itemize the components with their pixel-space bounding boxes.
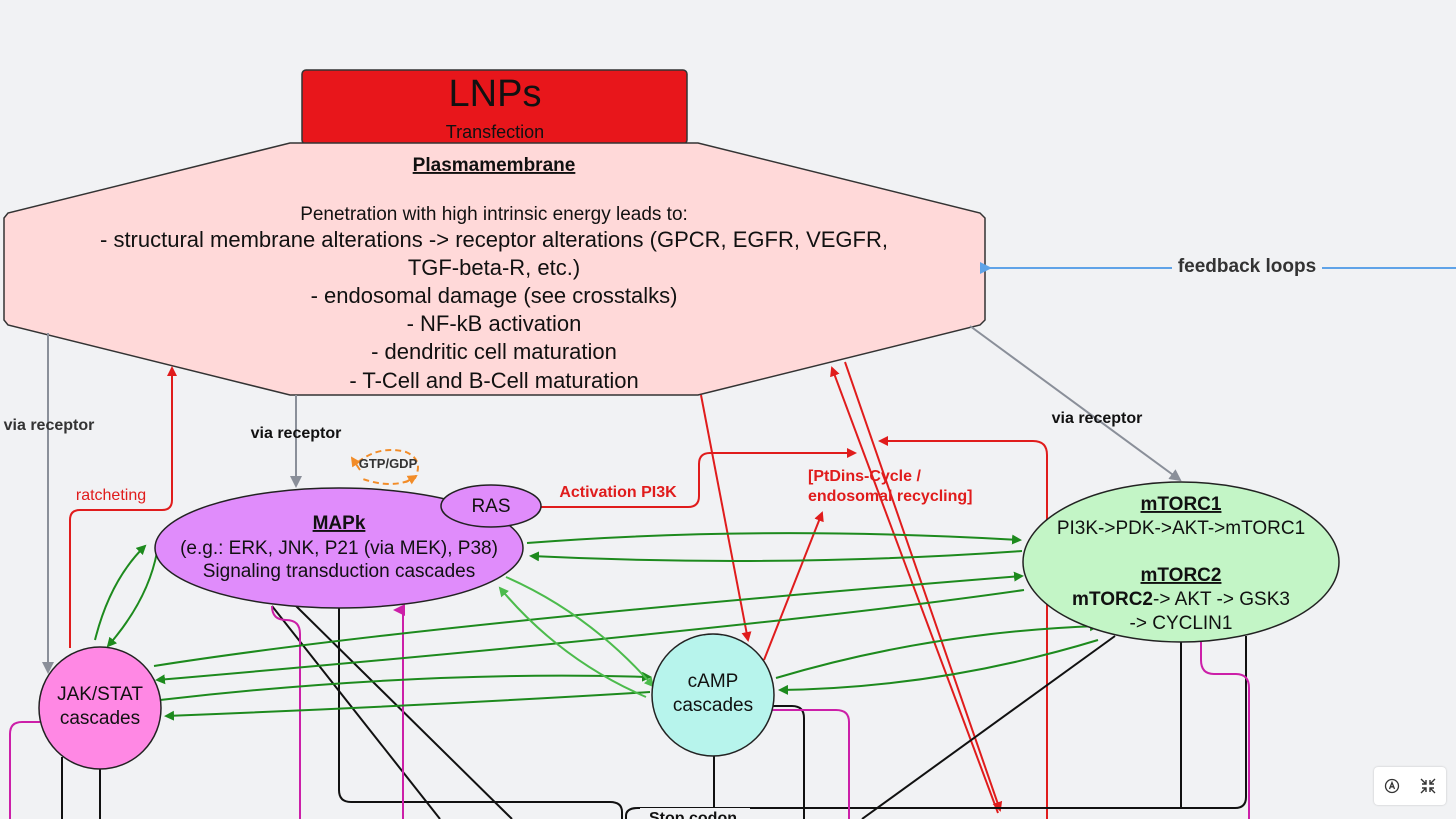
activation-pi3k-label: Activation PI3K [559, 484, 677, 501]
mapk-title: MAPk [313, 513, 366, 534]
membrane-line: - endosomal damage (see crosstalks) [311, 283, 678, 308]
membrane-line: TGF-beta-R, etc.) [408, 255, 580, 280]
mtorc2-path-bold: mTORC2 [1072, 589, 1153, 610]
jakstat-line2: cascades [60, 708, 140, 729]
camp-node[interactable] [651, 633, 775, 757]
membrane-intro: Penetration with high intrinsic energy l… [300, 204, 688, 225]
mtorc-node[interactable] [1022, 481, 1340, 643]
jakstat-line1: JAK/STAT [57, 684, 143, 705]
camp-line2: cascades [673, 695, 753, 716]
collapse-icon[interactable] [1418, 776, 1438, 796]
via-receptor-mid-label: via receptor [251, 425, 342, 442]
mtorc1-title: mTORC1 [1141, 494, 1222, 515]
green-arrows [94, 532, 1100, 721]
ras-node[interactable] [440, 484, 542, 528]
magenta-connectors [9, 604, 1250, 819]
stop-codon-label: Stop codon [649, 810, 737, 819]
ratcheting-label: ratcheting [76, 487, 146, 504]
plasmamembrane-shape[interactable] [3, 142, 986, 396]
camp-to-ptdins-arrow [763, 511, 824, 661]
via-receptor-right-label: via receptor [1052, 410, 1143, 427]
gtp-gdp-cycle [357, 449, 419, 485]
red-crossing-line-2 [844, 361, 1003, 812]
mtorc2-path-rest: -> AKT -> GSK3 [1153, 589, 1290, 610]
jakstat-node[interactable] [38, 646, 162, 770]
ras-label: RAS [471, 496, 510, 517]
ptdins-label-line1: [PtDins-Cycle / [808, 468, 921, 485]
stop-codon-bg [640, 808, 750, 819]
corner-toolbar [1374, 767, 1446, 805]
via-receptor-left-label: via receptor [4, 417, 95, 434]
mtorc2-title: mTORC2 [1141, 565, 1222, 586]
ratcheting-arrow [69, 366, 177, 648]
activation-pi3k-arrow [541, 448, 857, 508]
gtp-arrowhead-left [350, 456, 361, 471]
ptdins-label-line2: endosomal recycling] [808, 488, 973, 505]
mapk-line2: Signaling transduction cascades [203, 561, 476, 582]
membrane-line: - dendritic cell maturation [371, 339, 617, 364]
red-crossing-line-1 [830, 366, 999, 814]
mapk-line1: (e.g.: ERK, JNK, P21 (via MEK), P38) [180, 538, 498, 559]
gtp-arrowhead-right [405, 474, 418, 485]
membrane-line: - structural membrane alterations -> rec… [100, 227, 888, 252]
mapk-node[interactable] [154, 487, 524, 609]
lnps-title: LNPs [449, 73, 542, 115]
feedback-label-bg [1172, 254, 1322, 278]
feedback-loops-label: feedback loops [1178, 256, 1316, 277]
mtorc-to-ptdins-arrow [878, 436, 1048, 819]
mtorc2-path: mTORC2-> AKT -> GSK3 [1072, 589, 1290, 610]
membrane-line: - NF-kB activation [407, 311, 582, 336]
gtp-gdp-label: GTP/GDP [359, 456, 418, 471]
membrane-title: Plasmamembrane [413, 155, 576, 176]
camp-line1: cAMP [688, 671, 739, 692]
lnps-subtitle: Transfection [446, 122, 544, 142]
via-receptor-right-arrow [969, 325, 1182, 482]
accessibility-icon[interactable] [1382, 776, 1402, 796]
membrane-line: - T-Cell and B-Cell maturation [349, 368, 638, 393]
mtorc1-path: PI3K->PDK->AKT->mTORC1 [1057, 518, 1305, 539]
mtorc2-path-cont: -> CYCLIN1 [1130, 613, 1233, 634]
